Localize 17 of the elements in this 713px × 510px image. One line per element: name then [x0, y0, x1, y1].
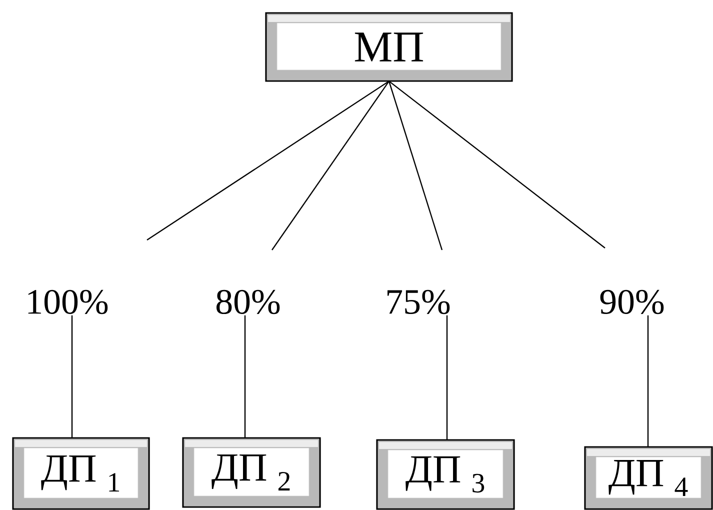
process-box: ДП $_{1}$ — [12, 437, 150, 510]
connector-line — [446, 315, 448, 440]
connector-line — [647, 315, 649, 447]
connector-line — [71, 315, 73, 438]
percent-label: 90% — [600, 290, 664, 314]
process-box: ДП $_{3}$ — [376, 439, 515, 510]
connector-line — [272, 80, 390, 250]
percent-label: 80% — [216, 290, 280, 314]
percent-label: 75% — [388, 290, 450, 314]
connector-line — [146, 80, 390, 240]
process-box: ДП $_{2}$ — [182, 437, 321, 508]
percent-label: 100% — [28, 290, 108, 314]
process-box: МП — [265, 12, 513, 82]
process-box: ДП $_{4}$ — [584, 446, 713, 510]
connector-line — [388, 80, 606, 248]
connector-line — [388, 81, 443, 250]
connector-line — [244, 315, 246, 438]
